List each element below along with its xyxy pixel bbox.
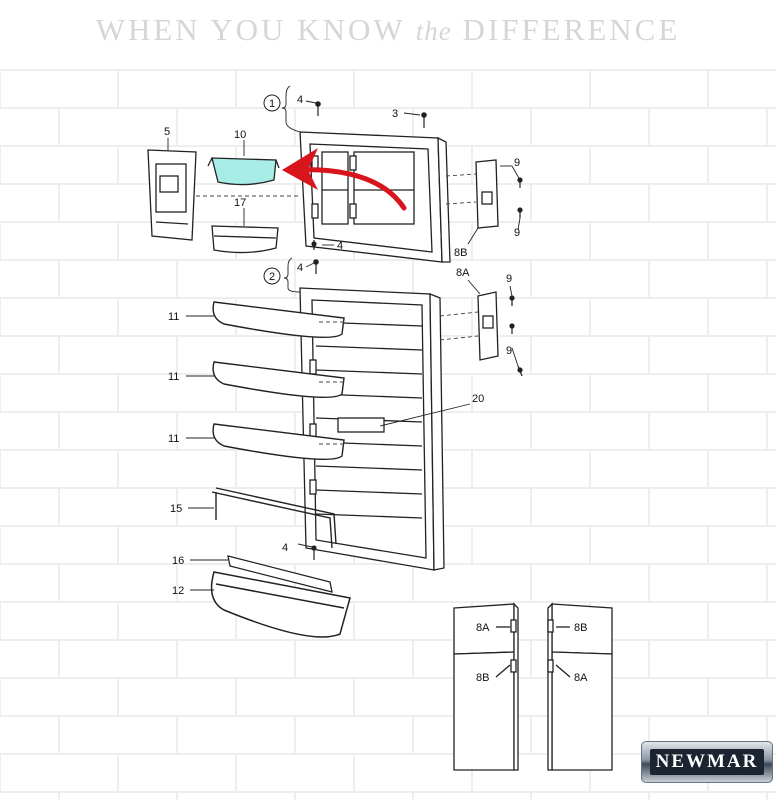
label-part-4-top: 4	[297, 94, 303, 106]
label-part-8B-top: 8B	[454, 247, 467, 259]
label-part-9-a: 9	[514, 157, 520, 169]
label-part-4-middle: 4	[337, 240, 343, 252]
door-config-diagram-right	[547, 602, 613, 771]
hinge-8A	[477, 291, 499, 361]
circle-marker-2: 2	[263, 267, 281, 285]
headline-part3: DIFFERENCE	[451, 12, 681, 47]
red-arrow	[282, 148, 407, 211]
part-10-highlighted-bin	[207, 157, 280, 186]
label-part-12: 12	[172, 585, 184, 597]
label-part-10: 10	[234, 129, 246, 141]
label-part-4-lower: 4	[297, 262, 303, 274]
label-left-8B: 8B	[476, 672, 489, 684]
label-right-8B: 8B	[574, 622, 587, 634]
label-part-9-b: 9	[514, 227, 520, 239]
hinge-8B	[475, 159, 499, 229]
bin-part-12	[210, 571, 351, 638]
label-part-20: 20	[472, 393, 484, 405]
circle-label-1: 1	[269, 98, 275, 110]
part-5-module	[147, 149, 197, 241]
retainer-part-16	[227, 555, 333, 593]
label-right-8A: 8A	[574, 672, 588, 684]
door-config-diagram-left	[453, 602, 519, 771]
label-part-3: 3	[392, 108, 398, 120]
label-part-8A-top: 8A	[456, 267, 470, 279]
shelves-part-11	[212, 301, 345, 461]
circle-marker-1: 1	[263, 94, 281, 112]
label-part-9-c: 9	[506, 273, 512, 285]
headline: WHEN YOU KNOW the DIFFERENCE	[0, 12, 776, 48]
label-part-11-c: 11	[168, 433, 179, 445]
newmar-logo: NEWMAR	[641, 741, 773, 783]
headline-part1: WHEN YOU KNOW	[95, 12, 416, 47]
circle-label-2: 2	[269, 271, 275, 283]
leader-lines	[167, 85, 521, 591]
label-part-5: 5	[164, 126, 170, 138]
alignment-lines	[196, 173, 479, 445]
newmar-logo-text: NEWMAR	[649, 749, 765, 775]
label-part-4-bottom: 4	[282, 542, 288, 554]
freezer-door	[299, 131, 451, 263]
part-17-bin	[211, 225, 279, 254]
label-part-15: 15	[170, 503, 182, 515]
headline-part2: the	[415, 16, 452, 46]
screws	[311, 101, 523, 560]
label-left-8A: 8A	[476, 622, 490, 634]
label-part-16: 16	[172, 555, 184, 567]
rail-part-15	[211, 487, 337, 549]
label-part-11-a: 11	[168, 311, 179, 323]
label-part-9-d: 9	[506, 345, 512, 357]
label-part-11-b: 11	[168, 371, 179, 383]
label-part-17: 17	[234, 197, 246, 209]
